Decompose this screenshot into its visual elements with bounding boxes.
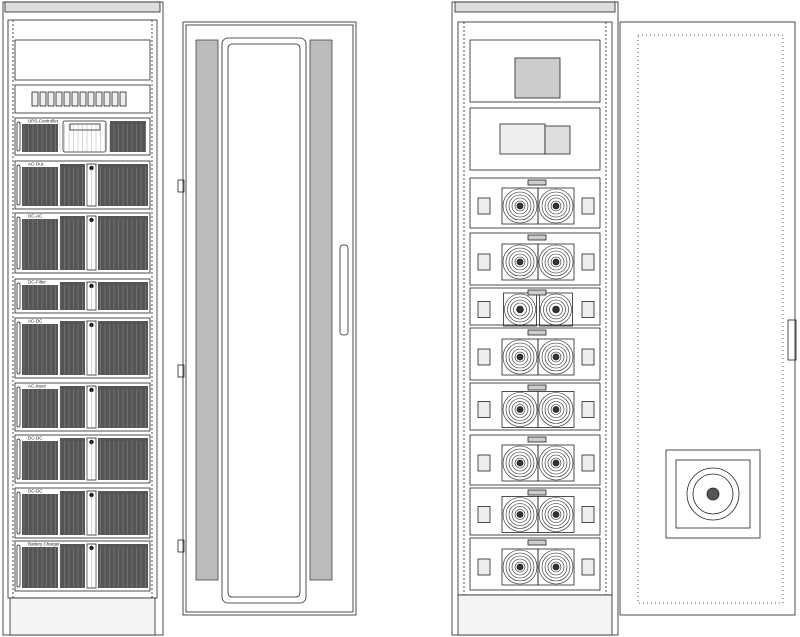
fan-icon	[537, 444, 575, 482]
module-dc-ac: DC-AC	[14, 212, 151, 274]
fan-module	[469, 487, 601, 536]
breaker[interactable]	[31, 91, 39, 107]
module-label: DC-DC	[28, 436, 43, 441]
fan-icon	[537, 187, 575, 225]
module-label: Battery Charger	[28, 542, 60, 547]
front-door[interactable]	[177, 21, 357, 616]
door-vent-right	[309, 39, 333, 581]
fan-icon	[501, 338, 539, 376]
vent-grille	[22, 167, 58, 206]
fan-module	[469, 382, 601, 431]
module-dc-dc: DC-DC	[14, 487, 151, 539]
fan-icon	[537, 391, 575, 428]
fan-module	[469, 537, 601, 591]
vent-grille	[22, 494, 58, 535]
module-label: AC-DC	[28, 319, 43, 324]
breaker[interactable]	[47, 91, 55, 107]
module-label: AC-Input	[28, 384, 47, 389]
door-handle[interactable]	[339, 244, 349, 336]
fan-icon	[503, 292, 537, 327]
breaker-panel	[14, 84, 151, 114]
fan-icon	[501, 243, 539, 281]
vent-grille	[22, 324, 58, 375]
fan-icon	[501, 548, 539, 586]
module-label: DC-Filter	[28, 280, 46, 285]
fan-icon	[537, 243, 575, 281]
blank-panel	[14, 39, 151, 81]
vent-grille	[22, 389, 58, 428]
fan-icon	[537, 496, 575, 533]
rear-cabinet	[451, 1, 619, 636]
vent-grille	[22, 441, 58, 480]
controller-display[interactable]	[62, 120, 107, 153]
module-label: AC-Out	[28, 162, 44, 167]
fan-module	[469, 287, 601, 327]
module-label: DC-DC	[28, 489, 43, 494]
rear-door-handle[interactable]	[787, 319, 797, 361]
module-label: UPS-Controller	[28, 119, 59, 124]
terminal-block-panel	[469, 39, 601, 103]
fan-module	[469, 434, 601, 486]
front-roof	[4, 1, 161, 13]
front-door-frame	[182, 21, 357, 616]
breaker[interactable]	[63, 91, 71, 107]
front-plinth	[9, 597, 156, 636]
fan-module	[469, 232, 601, 286]
module-battery-charger: Battery Charger	[14, 540, 151, 592]
module-dc-filter: DC-Filter	[14, 278, 151, 314]
fan-module	[469, 327, 601, 381]
breaker[interactable]	[71, 91, 79, 107]
breaker[interactable]	[103, 91, 111, 107]
breaker[interactable]	[95, 91, 103, 107]
breaker[interactable]	[79, 91, 87, 107]
vent-grille	[22, 124, 58, 152]
door-vent-left	[195, 39, 219, 581]
module-ac-out: AC-Out	[14, 160, 151, 210]
fan-icon	[537, 338, 575, 376]
control-panel	[469, 107, 601, 171]
fan-icon	[537, 548, 575, 586]
vent-grille	[22, 219, 58, 270]
rear-door[interactable]	[619, 21, 797, 616]
vent-grille	[22, 285, 58, 310]
breaker[interactable]	[55, 91, 63, 107]
module-ac-dc: AC-DC	[14, 317, 151, 379]
door-fan-housing	[665, 449, 761, 539]
breaker[interactable]	[119, 91, 127, 107]
module-label: DC-AC	[28, 214, 43, 219]
fan-icon	[539, 292, 573, 327]
vent-grille	[22, 547, 58, 588]
fan-module	[469, 177, 601, 229]
module-ac-input: AC-Input	[14, 382, 151, 432]
fan-icon	[501, 391, 539, 428]
rear-door-frame	[619, 21, 796, 616]
breaker[interactable]	[87, 91, 95, 107]
breaker[interactable]	[111, 91, 119, 107]
breaker[interactable]	[39, 91, 47, 107]
module-dc-dc: DC-DC	[14, 434, 151, 484]
door-window	[221, 37, 307, 604]
module-ups-controller: UPS-Controller	[14, 117, 151, 156]
